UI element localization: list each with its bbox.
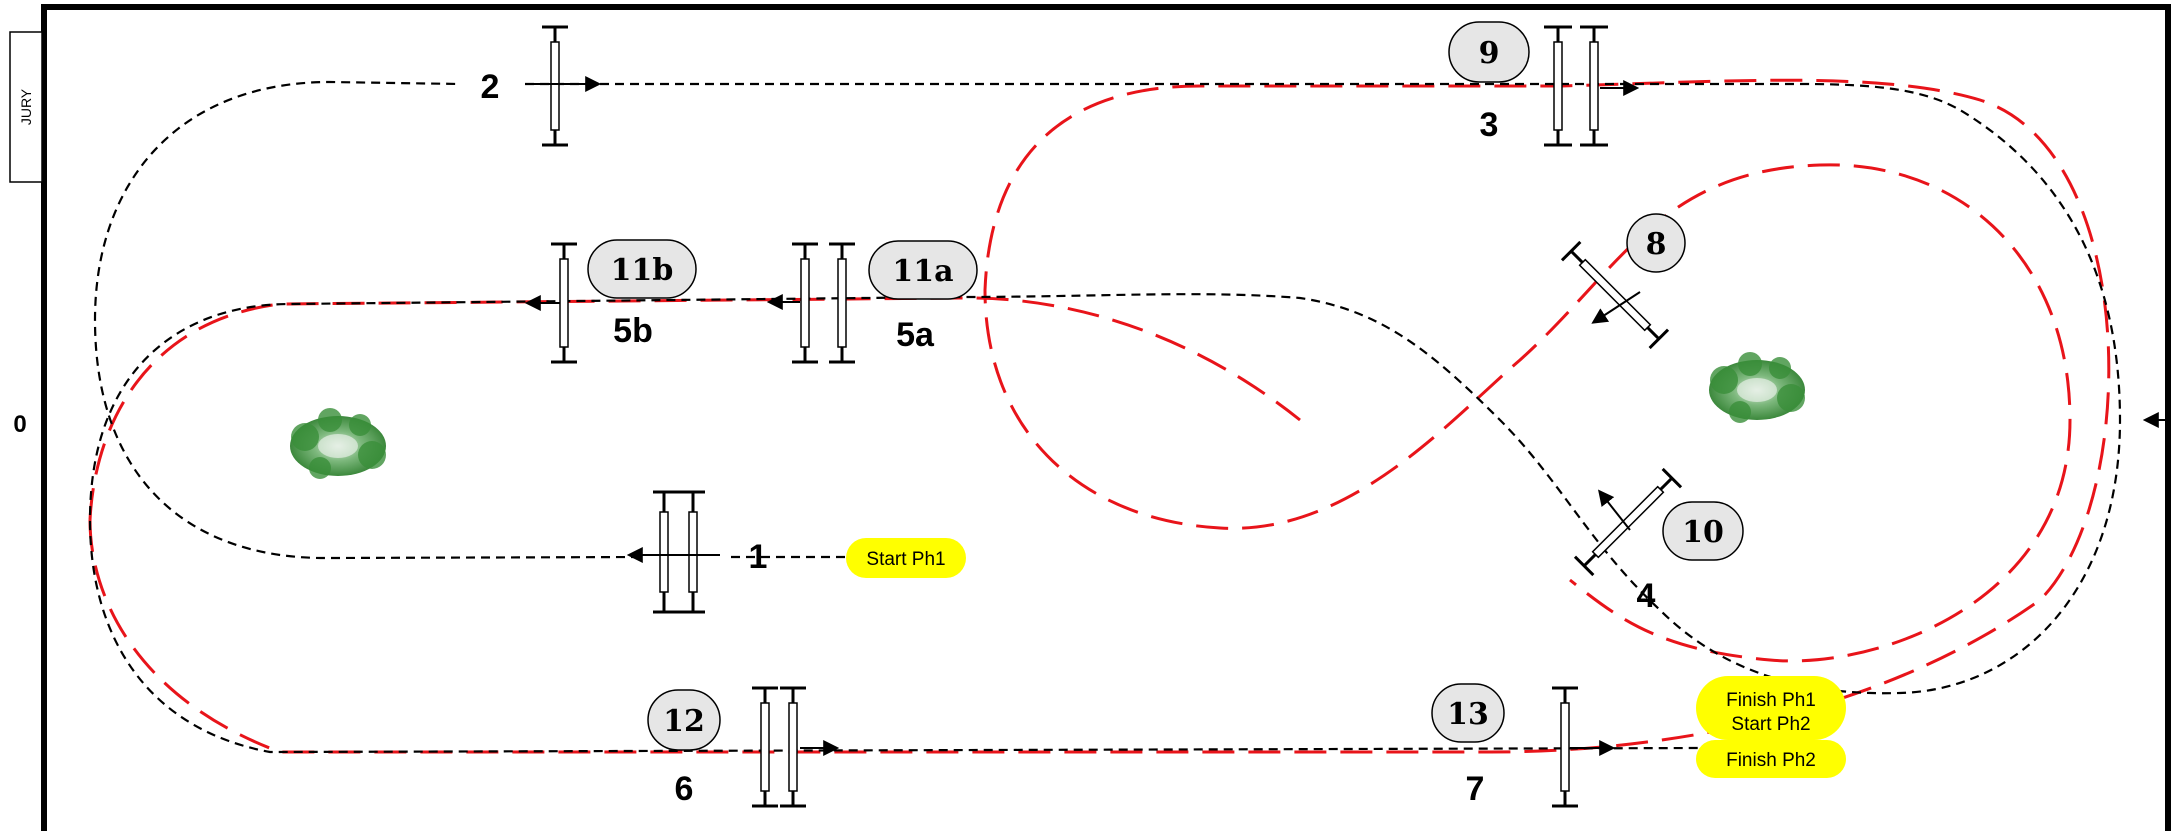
- jump-5a: [792, 242, 855, 364]
- jump-number-6: 6: [675, 770, 694, 808]
- finish-ph1-start-ph2-pill: Finish Ph1 Start Ph2: [1696, 676, 1846, 740]
- jury-label: JURY: [18, 88, 34, 125]
- shrub-left: [290, 408, 386, 479]
- bubble-13-label: 13: [1447, 697, 1489, 732]
- jump-5b: [551, 242, 577, 364]
- jump-6: [752, 686, 806, 808]
- start-ph1-label: Start Ph1: [866, 549, 945, 570]
- bubble-9: 9: [1448, 21, 1530, 83]
- jump-2: [542, 25, 568, 147]
- bubble-11a: 11a: [868, 240, 978, 300]
- bubble-9-label: 9: [1479, 36, 1500, 71]
- bubble-11b: 11b: [587, 239, 697, 299]
- shrub-right: [1709, 352, 1805, 423]
- bubble-12-label: 12: [663, 704, 705, 739]
- jump-number-5a: 5a: [896, 316, 935, 354]
- bubble-10-label: 10: [1682, 515, 1724, 550]
- bubble-8-label: 8: [1646, 227, 1667, 262]
- jump-number-7: 7: [1466, 770, 1485, 808]
- jump-8: [1560, 240, 1670, 350]
- phase1-track: [88, 80, 2122, 754]
- start-ph1-pill: Start Ph1: [846, 538, 966, 578]
- finish-ph2-pill: Finish Ph2: [1696, 740, 1846, 778]
- finish-ph2-label: Finish Ph2: [1726, 750, 1816, 771]
- bubble-12: 12: [647, 689, 721, 751]
- jump-1: [653, 490, 705, 614]
- jump-number-3: 3: [1480, 106, 1499, 144]
- jump-number-4: 4: [1637, 577, 1656, 615]
- bubble-11a-label: 11a: [892, 254, 953, 289]
- jury-box: JURY: [9, 31, 43, 183]
- jump-7: [1552, 686, 1578, 808]
- finish-ph1-label: Finish Ph1: [1726, 690, 1816, 711]
- start-ph2-label: Start Ph2: [1731, 714, 1810, 735]
- bubble-10: 10: [1662, 501, 1744, 561]
- bubble-8: 8: [1626, 213, 1686, 273]
- bubble-11b-label: 11b: [611, 253, 674, 288]
- jump-3: [1544, 25, 1608, 147]
- left-marker: 0: [13, 411, 26, 438]
- arena-border: [41, 4, 2171, 831]
- jump-4-arrow: [1598, 489, 1631, 531]
- jump-number-2: 2: [481, 68, 500, 106]
- jump-8-arrow: [1591, 291, 1641, 324]
- jump-4: [1573, 467, 1683, 577]
- bubble-13: 13: [1431, 683, 1505, 743]
- jump-number-1: 1: [749, 538, 768, 576]
- jump-number-5b: 5b: [613, 312, 653, 350]
- phase2-track: [88, 78, 2111, 754]
